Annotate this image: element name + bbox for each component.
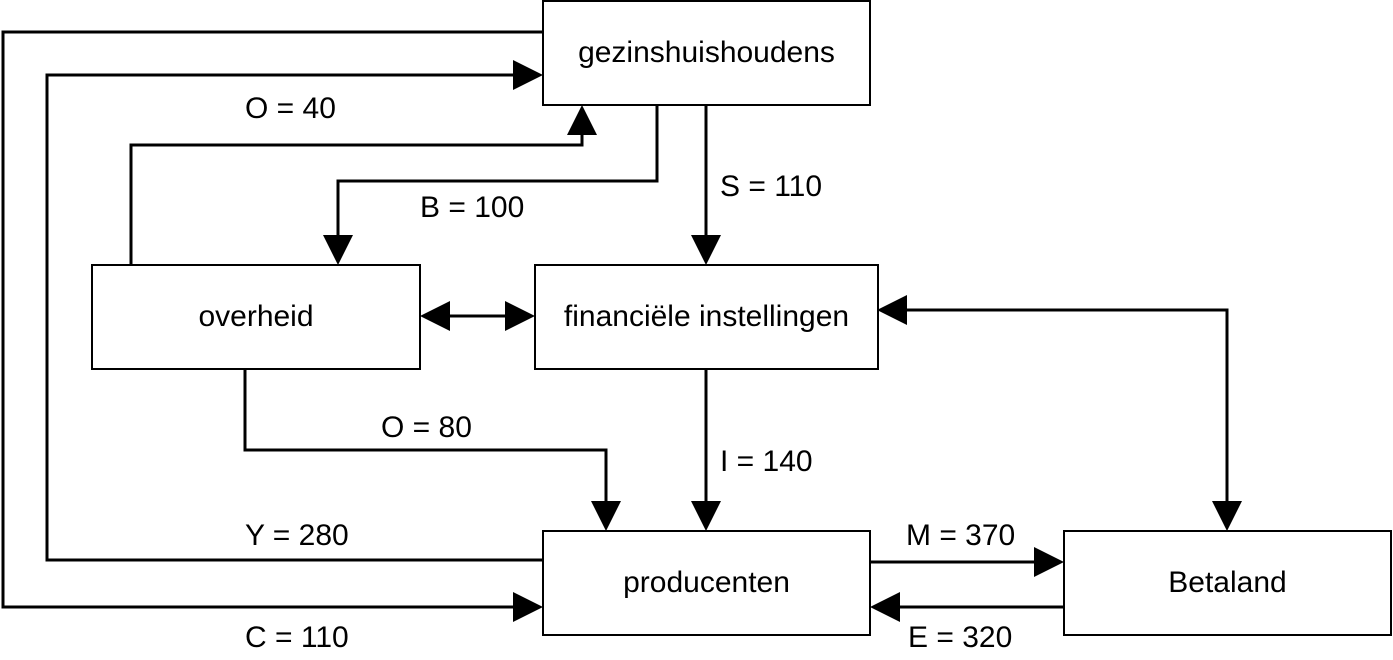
- flow-b-arrow: [323, 105, 659, 265]
- node-betaland-label: Betaland: [1168, 566, 1287, 599]
- flow-label-e-320: E = 320: [908, 621, 1013, 654]
- flow-label-c-110: C = 110: [245, 621, 349, 654]
- node-financiele-instellingen-label: financiële instellingen: [563, 300, 850, 333]
- flow-label-i-140: I = 140: [720, 445, 813, 478]
- node-producenten-label: producenten: [623, 566, 790, 599]
- node-gezinshuishoudens-label: gezinshuishoudens: [578, 36, 835, 69]
- node-financiele-instellingen: financiële instellingen: [534, 264, 879, 370]
- flow-label-o-40: O = 40: [245, 92, 336, 125]
- node-overheid-label: overheid: [198, 300, 314, 333]
- node-overheid: overheid: [91, 264, 421, 370]
- flow-label-m-370: M = 370: [906, 519, 1016, 552]
- node-gezinshuishoudens: gezinshuishoudens: [542, 0, 871, 106]
- flow-label-s-110: S = 110: [720, 170, 823, 203]
- flow-c-arrow: [1, 30, 543, 622]
- flow-fin-betaland-arrow: [877, 295, 1242, 531]
- flow-label-b-100: B = 100: [420, 191, 525, 224]
- flow-o80-arrow: [243, 369, 621, 531]
- node-betaland: Betaland: [1063, 530, 1392, 636]
- flow-label-o-80: O = 80: [381, 411, 472, 444]
- flow-label-y-280: Y = 280: [245, 519, 349, 552]
- flow-o40-arrow: [129, 105, 597, 264]
- flow-y-arrow: [45, 60, 543, 562]
- node-producenten: producenten: [542, 530, 871, 636]
